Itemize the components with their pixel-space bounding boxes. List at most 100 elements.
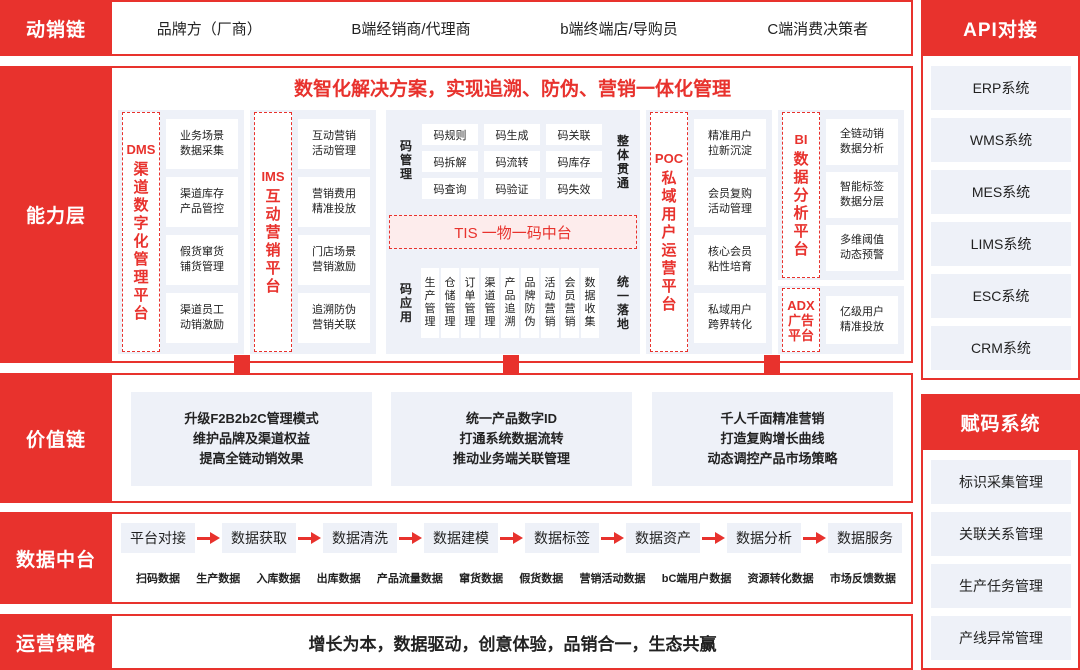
chain-label: 动销链: [0, 0, 112, 56]
data-items: 扫码数据 生产数据 入库数据 出库数据 产品流量数据 窜货数据 假货数据 营销活…: [136, 570, 896, 588]
code-mgmt-item: 码关联: [546, 124, 602, 145]
code-mgmt-item: 码验证: [484, 178, 540, 199]
step-arrow-line: [197, 537, 211, 540]
poc-item: 精准用户 拉新沉淀: [694, 119, 766, 169]
arrow-right-icon: [614, 532, 624, 544]
bi-item: 全链动销 数据分析: [826, 119, 898, 165]
data-item: 营销活动数据: [579, 573, 646, 585]
api-item: ERP系统: [931, 66, 1071, 110]
data-item: bC端用户数据: [661, 573, 732, 585]
value-box: 千人千面精准营销 打造复购增长曲线 动态调控产品市场策略: [652, 392, 893, 486]
dms-item: 渠道库存 产品管控: [166, 177, 238, 227]
chain-item: B端经销商/代理商: [351, 20, 471, 38]
api-item: MES系统: [931, 170, 1071, 214]
dms-item: 渠道员工 动销激励: [166, 293, 238, 343]
data-step: 数据建模: [424, 523, 498, 553]
ims-item: 追溯防伪 营销关联: [298, 293, 370, 343]
ims-item: 门店场景 营销激励: [298, 235, 370, 285]
poc-item: 会员复购 活动管理: [694, 177, 766, 227]
data-item: 市场反馈数据: [829, 573, 896, 585]
dms-title: DMS 渠道数字化管理平台: [122, 112, 160, 352]
code-mgmt-item: 码流转: [484, 151, 540, 172]
code-mgmt-item: 码查询: [422, 178, 478, 199]
chain-item: 品牌方（厂商）: [156, 20, 262, 38]
adx-title: ADX 广告平台: [782, 288, 820, 352]
arrow-right-icon: [715, 532, 725, 544]
chain-item: b端终端店/导购员: [560, 20, 678, 38]
poc-title: POC 私域用户运营平台: [650, 112, 688, 352]
code-sys-title: 赋码系统: [921, 394, 1080, 450]
tis-bar: TIS 一物一码中台: [389, 215, 637, 249]
value-box: 升级F2B2b2C管理模式 维护品牌及渠道权益 提高全链动销效果: [131, 392, 372, 486]
code-sys-item: 关联关系管理: [931, 512, 1071, 556]
ims-item: 互动营销 活动管理: [298, 119, 370, 169]
ops-label: 运营策略: [0, 614, 112, 670]
capability-headline: 数智化解决方案，实现追溯、防伪、营销一体化管理: [293, 79, 731, 100]
data-step: 数据服务: [828, 523, 902, 553]
ims-item: 营销费用 精准投放: [298, 177, 370, 227]
data-step: 数据资产: [626, 523, 700, 553]
code-app-item: 品牌防伪: [521, 268, 539, 338]
data-step: 数据获取: [222, 523, 296, 553]
api-title: API对接: [921, 0, 1080, 56]
adx-item: 亿级用户 精准投放: [826, 296, 898, 344]
bi-item: 多维阈值 动态预警: [826, 225, 898, 271]
code-mgmt-item: 码生成: [484, 124, 540, 145]
step-arrow-line: [702, 537, 716, 540]
data-step: 平台对接: [121, 523, 195, 553]
data-label: 数据中台: [0, 512, 112, 604]
code-app-side: 统一落地: [616, 275, 629, 331]
code-sys-item: 产线异常管理: [931, 616, 1071, 660]
arrow-right-icon: [816, 532, 826, 544]
code-sys-item: 标识采集管理: [931, 460, 1071, 504]
step-arrow-line: [500, 537, 514, 540]
code-mgmt-side: 整体贯通: [616, 134, 629, 190]
code-app-item: 会员营销: [561, 268, 579, 338]
code-mgmt-item: 码失效: [546, 178, 602, 199]
api-item: CRM系统: [931, 326, 1071, 370]
data-step: 数据标签: [525, 523, 599, 553]
api-item: WMS系统: [931, 118, 1071, 162]
api-item: LIMS系统: [931, 222, 1071, 266]
code-mgmt-label: 码管理: [399, 139, 412, 181]
chain-row: [0, 0, 913, 56]
code-app-item: 仓储管理: [441, 268, 459, 338]
data-step: 数据清洗: [323, 523, 397, 553]
code-app-item: 订单管理: [461, 268, 479, 338]
data-item: 资源转化数据: [747, 573, 814, 585]
code-app-item: 数据收集: [581, 268, 599, 338]
arrow-right-icon: [412, 532, 422, 544]
code-app-item: 渠道管理: [481, 268, 499, 338]
code-mgmt-item: 码库存: [546, 151, 602, 172]
code-app-item: 产品追溯: [501, 268, 519, 338]
ops-row: [0, 614, 913, 670]
arrow-right-icon: [210, 532, 220, 544]
code-app-label: 码应用: [399, 282, 412, 324]
chain-item: C端消费决策者: [767, 20, 869, 38]
chain-items: 品牌方（厂商） B端经销商/代理商 b端终端店/导购员 C端消费决策者: [112, 0, 913, 56]
dms-item: 假货窜货 铺货管理: [166, 235, 238, 285]
code-sys-item: 生产任务管理: [931, 564, 1071, 608]
data-step: 数据分析: [727, 523, 801, 553]
value-box: 统一产品数字ID 打通系统数据流转 推动业务端关联管理: [391, 392, 632, 486]
code-mgmt-item: 码拆解: [422, 151, 478, 172]
step-arrow-line: [601, 537, 615, 540]
capability-label: 能力层: [0, 66, 112, 363]
data-item: 入库数据: [256, 573, 301, 585]
code-app-item: 生产管理: [421, 268, 439, 338]
data-item: 生产数据: [196, 573, 241, 585]
data-item: 假货数据: [519, 573, 564, 585]
step-arrow-line: [399, 537, 413, 540]
arrow-right-icon: [513, 532, 523, 544]
bi-item: 智能标签 数据分层: [826, 172, 898, 218]
data-item: 出库数据: [316, 573, 361, 585]
poc-item: 核心会员 粘性培育: [694, 235, 766, 285]
step-arrow-line: [803, 537, 817, 540]
code-mgmt-item: 码规则: [422, 124, 478, 145]
arrow-right-icon: [311, 532, 321, 544]
value-label: 价值链: [0, 373, 112, 503]
data-item: 扫码数据: [136, 573, 180, 585]
ops-text: 增长为本，数据驱动，创意体验，品销合一，生态共赢: [308, 634, 717, 654]
step-arrow-line: [298, 537, 312, 540]
data-item: 窜货数据: [459, 573, 504, 585]
